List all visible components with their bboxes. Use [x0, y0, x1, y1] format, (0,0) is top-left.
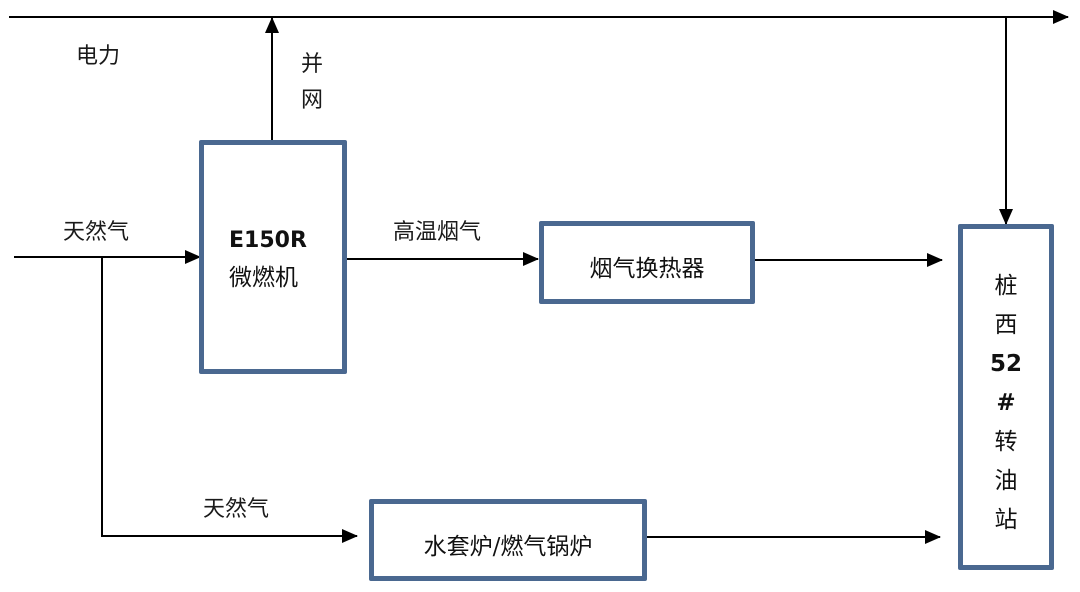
boiler-box: 水套炉/燃气锅炉 [369, 499, 647, 581]
natural-gas-label: 天然气 [63, 220, 130, 245]
oil-station-char: 西 [994, 312, 1018, 338]
oil-station-box: 桩 西 52 # 转 油 站 [958, 224, 1054, 570]
oil-station-number: 52 [989, 351, 1022, 377]
oil-station-name: 桩 西 52 # 转 油 站 [963, 267, 1049, 540]
flue-gas-heat-exchanger-name: 烟气换热器 [589, 256, 705, 282]
microturbine-box: E150R 微燃机 [199, 140, 347, 374]
natural-gas-branch-line [101, 257, 358, 543]
oil-station-hash: # [996, 390, 1016, 416]
flue-gas-heat-exchanger-box: 烟气换热器 [539, 221, 755, 304]
oil-station-char: 油 [994, 468, 1018, 494]
grid-connection-label-2: 网 [301, 88, 324, 113]
high-temp-flue-gas-label: 高温烟气 [393, 220, 482, 245]
natural-gas-branch-label: 天然气 [203, 497, 270, 522]
oil-station-char: 站 [994, 507, 1018, 533]
grid-connection-label-1: 并 [301, 52, 324, 77]
oil-station-char: 转 [994, 429, 1018, 455]
microturbine-model: E150R [229, 228, 307, 253]
power-label: 电力 [76, 44, 121, 69]
oil-station-char: 桩 [994, 273, 1018, 299]
boiler-name: 水套炉/燃气锅炉 [423, 534, 593, 560]
microturbine-name: 微燃机 [229, 265, 298, 291]
